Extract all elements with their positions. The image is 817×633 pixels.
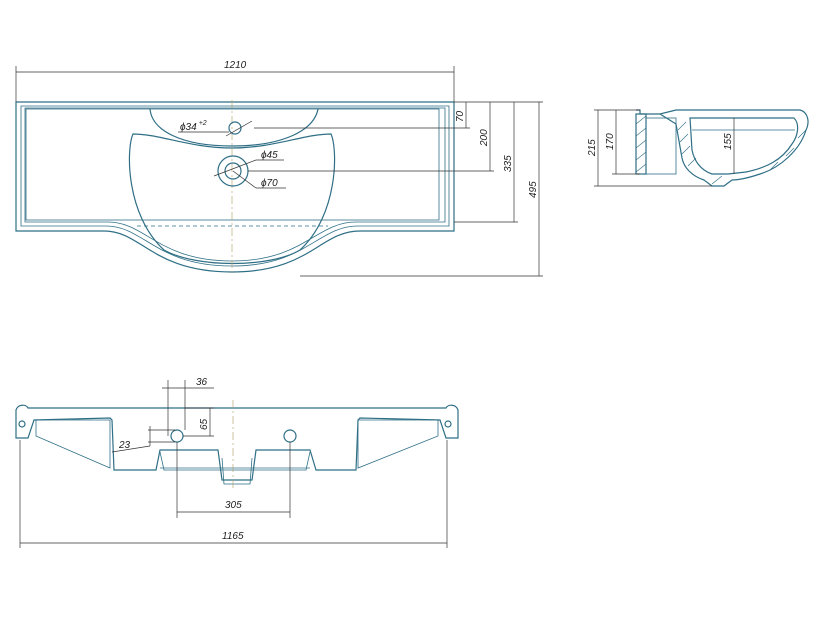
front-view: 36 65 23 305 1165	[15, 377, 459, 548]
tap-hole-leader	[225, 120, 253, 137]
side-view-mount	[645, 117, 677, 175]
depth-label-70: 70	[455, 110, 466, 122]
side-view-inner	[689, 117, 799, 175]
front-view-basin	[159, 451, 311, 471]
side-view-outline	[636, 109, 809, 187]
side-height-label-170: 170	[605, 133, 616, 150]
hole-spacing-label: 305	[225, 500, 242, 511]
drain-inner-leader	[213, 159, 257, 177]
tap-hole-tolerance: +2	[199, 120, 207, 127]
front-fix-hole-left	[18, 420, 26, 428]
front-mount-hole-right	[283, 429, 297, 443]
top-view-outline	[15, 101, 455, 273]
hole-height-label: 65	[199, 418, 210, 430]
tap-hole-label: ϕ34+2	[180, 120, 207, 133]
bowl-outline	[128, 133, 336, 265]
front-mount-hole-left	[170, 429, 184, 443]
hole-offset-label: 36	[196, 377, 208, 388]
drain-inner-label: ϕ45	[261, 150, 278, 161]
tap-deck-area	[149, 108, 319, 147]
top-view: 1210 70 200 335 495 ϕ34+2 ϕ45 ϕ70	[15, 60, 543, 277]
front-view-drain	[221, 457, 253, 485]
hole-size-label: 23	[118, 440, 131, 451]
front-view-right-wing	[357, 419, 439, 469]
tap-hole	[228, 121, 242, 135]
depth-label-495: 495	[528, 181, 539, 198]
deck-outline	[25, 108, 440, 221]
tap-hole-diameter: ϕ34	[180, 122, 197, 133]
bowl-depth-label: 155	[723, 133, 734, 150]
depth-label-335: 335	[503, 155, 514, 172]
front-fix-hole-right	[444, 420, 452, 428]
side-view: 215 170 155	[587, 109, 809, 187]
front-view-left-wing	[35, 419, 111, 469]
front-view-outline	[15, 404, 459, 481]
drain-outer-leader	[232, 170, 257, 189]
front-width-label: 1165	[222, 531, 244, 542]
side-view-hatching	[635, 115, 807, 185]
drain-inner	[224, 162, 242, 180]
depth-label-200: 200	[479, 129, 490, 147]
width-label: 1210	[224, 60, 247, 71]
side-height-label-215: 215	[587, 139, 598, 157]
dim-23-leader	[111, 445, 151, 453]
drain-outer-label: ϕ70	[261, 178, 278, 189]
